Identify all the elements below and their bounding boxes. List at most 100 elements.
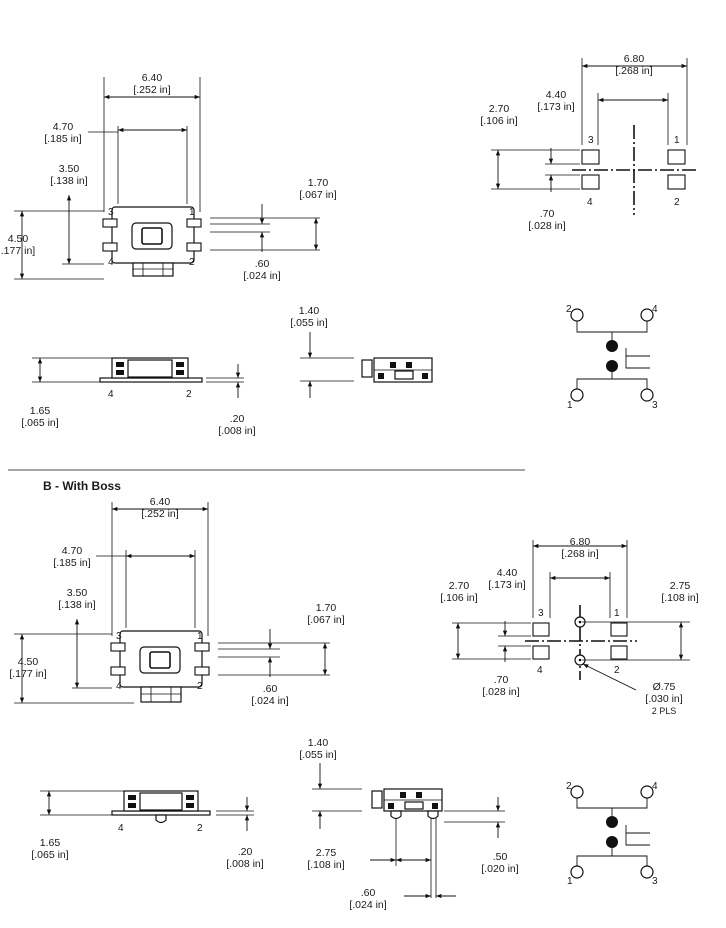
section-b: 6.40 [.252 in] 4.70 [.185 in] 3.50 [.138… — [9, 496, 698, 911]
b-sch-pin-4: 4 — [652, 781, 658, 792]
dim-275-side-in: [.108 in] — [307, 859, 344, 871]
dim-680-in: [.268 in] — [615, 65, 652, 77]
b-fp-pin-3: 3 — [538, 608, 544, 619]
b-fp-pin-1: 1 — [614, 608, 620, 619]
dim-680-b: 6.80 — [570, 536, 591, 548]
dim-275-side: 2.75 — [316, 847, 337, 859]
dim-165: 1.65 — [30, 405, 51, 417]
dim-070-in: [.028 in] — [528, 220, 565, 232]
dim-470-in: [.185 in] — [44, 133, 81, 145]
dim-165-b: 1.65 — [40, 837, 61, 849]
b-front-pin-4: 4 — [118, 823, 124, 834]
dim-060-b: .60 — [263, 683, 278, 695]
dim-140-b: 1.40 — [308, 737, 329, 749]
dim-070-b: .70 — [494, 674, 509, 686]
dim-640-in: [.252 in] — [133, 84, 170, 96]
a-schematic: 2 4 1 3 — [566, 304, 658, 411]
dim-020: .20 — [230, 413, 245, 425]
dim-350-in: [.138 in] — [50, 175, 87, 187]
a-fp-pin-1: 1 — [674, 135, 680, 146]
dim-450-in: .177 in] — [1, 245, 36, 257]
dim-070: .70 — [540, 208, 555, 220]
dim-470-b: 4.70 — [62, 545, 83, 557]
dim-680: 6.80 — [624, 53, 645, 65]
dim-170-in: [.067 in] — [299, 189, 336, 201]
dim-450-b: 4.50 — [18, 656, 39, 668]
a-top-pin-4: 4 — [108, 257, 114, 268]
dim-640-b: 6.40 — [150, 496, 171, 508]
a-front-pin-4: 4 — [108, 389, 114, 400]
a-top-view: 6.40 [.252 in] 4.70 [.185 in] 3.50 [.138… — [1, 72, 337, 282]
dim-440-in-b: [.173 in] — [488, 579, 525, 591]
a-side-view: 1.40 [.055 in] — [290, 305, 433, 398]
dim-060-in-b: [.024 in] — [251, 695, 288, 707]
dim-dia-note: 2 PLS — [652, 706, 677, 716]
dim-050-in: [.020 in] — [481, 863, 518, 875]
a-front-pin-2: 2 — [186, 389, 192, 400]
dim-450-in-b: [.177 in] — [9, 668, 46, 680]
b-front-view: 1.65 [.065 in] 4 2 .20 [.008 in] — [31, 790, 264, 870]
dim-020-in: [.008 in] — [218, 425, 255, 437]
dim-070-in-b: [.028 in] — [482, 686, 519, 698]
b-top-pin-1: 1 — [197, 631, 203, 642]
a-front-view: 1.65 [.065 in] 4 2 .20 [.008 in] — [21, 357, 256, 437]
dim-165-in-b: [.065 in] — [31, 849, 68, 861]
a-top-pin-3: 3 — [108, 207, 114, 218]
b-top-pin-2: 2 — [197, 681, 203, 692]
dim-060-side-in: [.024 in] — [349, 899, 386, 911]
section-a: 6.40 [.252 in] 4.70 [.185 in] 3.50 [.138… — [1, 53, 697, 437]
b-top-view: 6.40 [.252 in] 4.70 [.185 in] 3.50 [.138… — [9, 496, 344, 707]
b-top-pin-4: 4 — [116, 681, 122, 692]
dim-440-in: [.173 in] — [537, 101, 574, 113]
dim-170-b: 1.70 — [316, 602, 337, 614]
a-sch-pin-3: 3 — [652, 400, 658, 411]
b-side-view: 1.40 [.055 in] .50 [.020 in] 2.75 [.1 — [299, 737, 518, 911]
dim-270: 2.70 — [489, 103, 510, 115]
a-sch-pin-4: 4 — [652, 304, 658, 315]
b-pcb-footprint: 6.80 [.268 in] 4.40 [.173 in] 3 1 4 2 2. — [440, 536, 698, 716]
dim-dia-in: [.030 in] — [645, 693, 682, 705]
b-schematic: 2 4 1 3 — [566, 781, 658, 887]
dim-470: 4.70 — [53, 121, 74, 133]
a-fp-pin-4: 4 — [587, 197, 593, 208]
b-sch-pin-1: 1 — [567, 876, 573, 887]
dim-020-in-b: [.008 in] — [226, 858, 263, 870]
a-sch-pin-1: 1 — [567, 400, 573, 411]
dim-020-b: .20 — [238, 846, 253, 858]
dim-275-fp: 2.75 — [670, 580, 691, 592]
dim-060-in: [.024 in] — [243, 270, 280, 282]
b-sch-pin-3: 3 — [652, 876, 658, 887]
section-b-title: B - With Boss — [43, 479, 121, 493]
dim-350: 3.50 — [59, 163, 80, 175]
dim-470-in-b: [.185 in] — [53, 557, 90, 569]
dim-640: 6.40 — [142, 72, 163, 84]
a-fp-pin-2: 2 — [674, 197, 680, 208]
dim-060: .60 — [255, 258, 270, 270]
b-front-pin-2: 2 — [197, 823, 203, 834]
dim-270-in-b: [.106 in] — [440, 592, 477, 604]
dim-170: 1.70 — [308, 177, 329, 189]
a-pcb-footprint: 6.80 [.268 in] 4.40 [.173 in] 3 1 4 2 2.… — [480, 53, 697, 232]
dim-050: .50 — [493, 851, 508, 863]
b-top-pin-3: 3 — [116, 631, 122, 642]
dim-680-in-b: [.268 in] — [561, 548, 598, 560]
dim-165-in: [.065 in] — [21, 417, 58, 429]
b-fp-pin-2: 2 — [614, 665, 620, 676]
dim-170-in-b: [.067 in] — [307, 614, 344, 626]
a-top-pin-2: 2 — [189, 257, 195, 268]
a-top-pin-1: 1 — [189, 207, 195, 218]
dim-275-fp-in: [.108 in] — [661, 592, 698, 604]
dim-140: 1.40 — [299, 305, 320, 317]
dim-640-in-b: [.252 in] — [141, 508, 178, 520]
dim-270-in: [.106 in] — [480, 115, 517, 127]
dim-350-in-b: [.138 in] — [58, 599, 95, 611]
dim-270-b: 2.70 — [449, 580, 470, 592]
dim-440: 4.40 — [546, 89, 567, 101]
dim-140-in: [.055 in] — [290, 317, 327, 329]
dim-060-side: .60 — [361, 887, 376, 899]
dim-140-in-b: [.055 in] — [299, 749, 336, 761]
b-fp-pin-4: 4 — [537, 665, 543, 676]
b-sch-pin-2: 2 — [566, 781, 572, 792]
dim-dia: Ø.75 — [653, 681, 676, 693]
